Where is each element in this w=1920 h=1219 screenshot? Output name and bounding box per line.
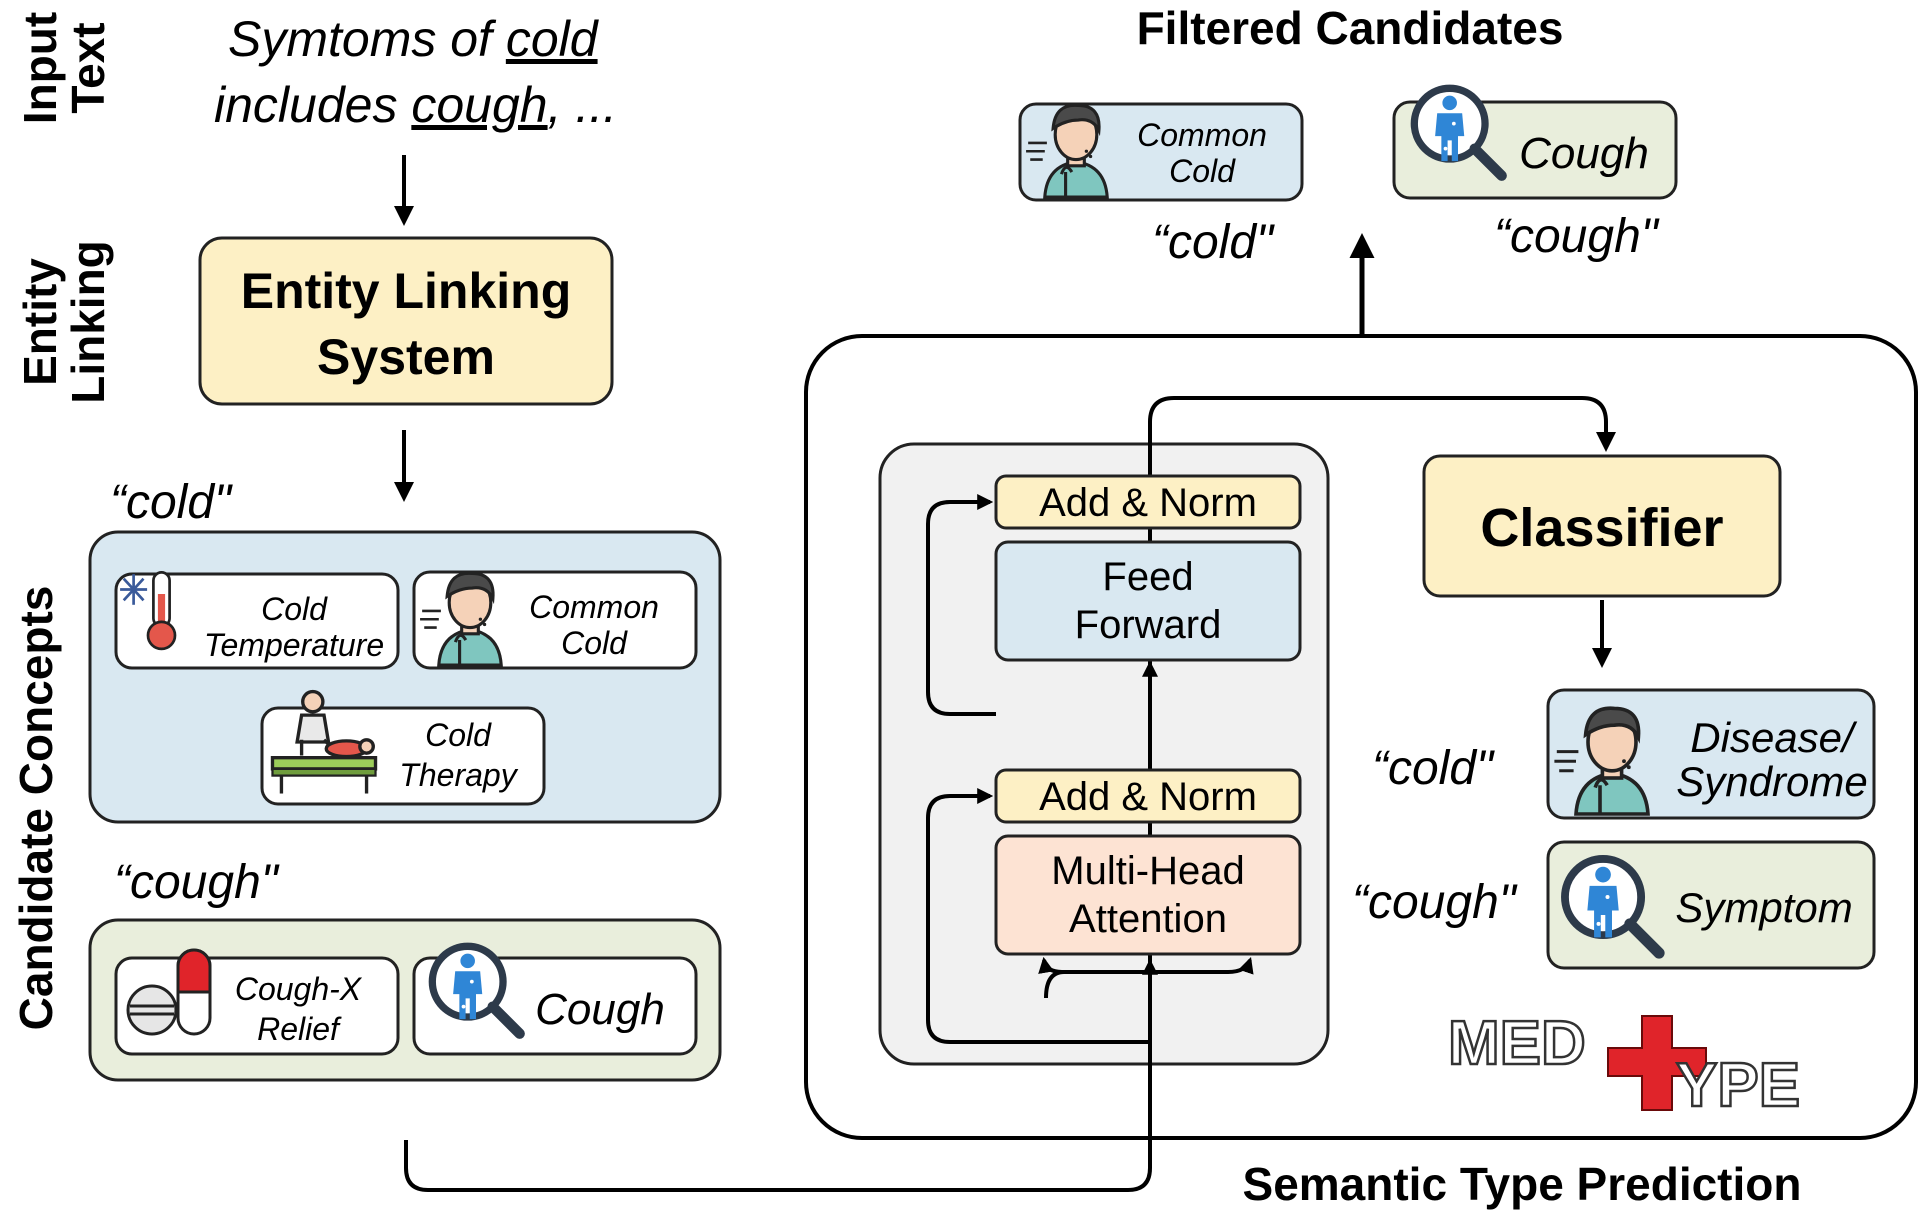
svg-text:Relief: Relief — [257, 1011, 342, 1047]
candidate-cough: Cough — [412, 946, 698, 1056]
svg-text:YPE: YPE — [1676, 1051, 1800, 1120]
residual-connection-bottom — [926, 788, 1150, 1044]
svg-text:MED: MED — [1448, 1009, 1586, 1078]
svg-text:Symtoms of cold: Symtoms of cold — [228, 11, 600, 67]
svg-text:Therapy: Therapy — [399, 757, 518, 793]
svg-text:Cold: Cold — [1169, 153, 1236, 189]
candidate-cold-therapy: Cold Therapy — [260, 689, 546, 806]
candidate-cough-x-relief: Cough-X Relief — [114, 948, 400, 1056]
semantic-type-prediction-label: Semantic Type Prediction — [1243, 1158, 1802, 1210]
svg-text:Cold: Cold — [425, 717, 492, 753]
red-cross-icon — [1607, 1015, 1707, 1111]
svg-text:Forward: Forward — [1075, 603, 1222, 647]
svg-text:Feed: Feed — [1102, 555, 1193, 599]
svg-text:Temperature: Temperature — [204, 627, 384, 663]
svg-text:System: System — [317, 329, 495, 385]
feed-forward-box: Feed Forward — [994, 540, 1302, 662]
candidate-cold-quote: “cold" — [110, 476, 233, 529]
side-label-entity-linking: Entity Linking — [14, 240, 114, 404]
add-norm-top: Add & Norm — [994, 474, 1302, 530]
svg-text:Linking: Linking — [62, 240, 114, 404]
candidate-cough-quote: “cough" — [114, 856, 280, 909]
filtered-candidates-title: Filtered Candidates — [1137, 2, 1564, 54]
add-norm-bottom: Add & Norm — [994, 768, 1302, 824]
filtered-cough-quote: “cough" — [1494, 210, 1660, 263]
svg-text:Input: Input — [14, 12, 66, 124]
svg-text:Cough: Cough — [535, 985, 665, 1034]
svg-text:Symptom: Symptom — [1675, 884, 1852, 931]
svg-text:Add & Norm: Add & Norm — [1039, 481, 1257, 525]
input-text: Symtoms of cold includes cough, ... — [214, 11, 617, 133]
prediction-symptom: Symptom — [1546, 840, 1876, 970]
prediction-cough-quote: “cough" — [1352, 876, 1518, 929]
svg-text:Classifier: Classifier — [1480, 498, 1723, 558]
svg-text:includes cough, ...: includes cough, ... — [214, 77, 617, 133]
multi-head-attention-box: Multi-Head Attention — [994, 834, 1302, 956]
svg-text:Multi-Head: Multi-Head — [1051, 849, 1244, 893]
svg-text:Syndrome: Syndrome — [1676, 758, 1867, 805]
filtered-cold-quote: “cold" — [1152, 216, 1275, 269]
residual-connection-top — [926, 494, 996, 716]
svg-text:Common: Common — [1137, 117, 1267, 153]
svg-text:Cough-X: Cough-X — [235, 971, 363, 1007]
side-label-candidate-concepts: Candidate Concepts — [10, 586, 62, 1031]
filtered-cough: Cough — [1392, 88, 1678, 200]
svg-text:Disease/: Disease/ — [1690, 714, 1858, 761]
candidate-cold-temperature: Cold Temperature — [114, 570, 400, 670]
entity-linking-system-box: Entity Linking System — [198, 236, 614, 406]
prediction-disease-syndrome: Disease/ Syndrome — [1546, 688, 1876, 820]
attention-input-left — [1038, 956, 1150, 974]
side-label-input-text: Input Text — [14, 12, 114, 124]
svg-text:Text: Text — [62, 22, 114, 113]
candidate-common-cold: Common Cold — [412, 570, 698, 670]
svg-text:Entity: Entity — [14, 258, 66, 386]
svg-text:Common: Common — [529, 589, 659, 625]
svg-text:Attention: Attention — [1069, 897, 1227, 941]
classifier-box: Classifier — [1422, 454, 1782, 598]
svg-text:Entity Linking: Entity Linking — [241, 263, 572, 319]
svg-text:Cold: Cold — [261, 591, 328, 627]
svg-text:Cold: Cold — [561, 625, 628, 661]
svg-text:Add & Norm: Add & Norm — [1039, 775, 1257, 819]
filtered-common-cold: Common Cold — [1018, 102, 1304, 202]
svg-text:Cough: Cough — [1519, 129, 1649, 178]
prediction-cold-quote: “cold" — [1372, 742, 1495, 795]
medtype-logo: MED YPE — [1447, 1008, 1802, 1122]
